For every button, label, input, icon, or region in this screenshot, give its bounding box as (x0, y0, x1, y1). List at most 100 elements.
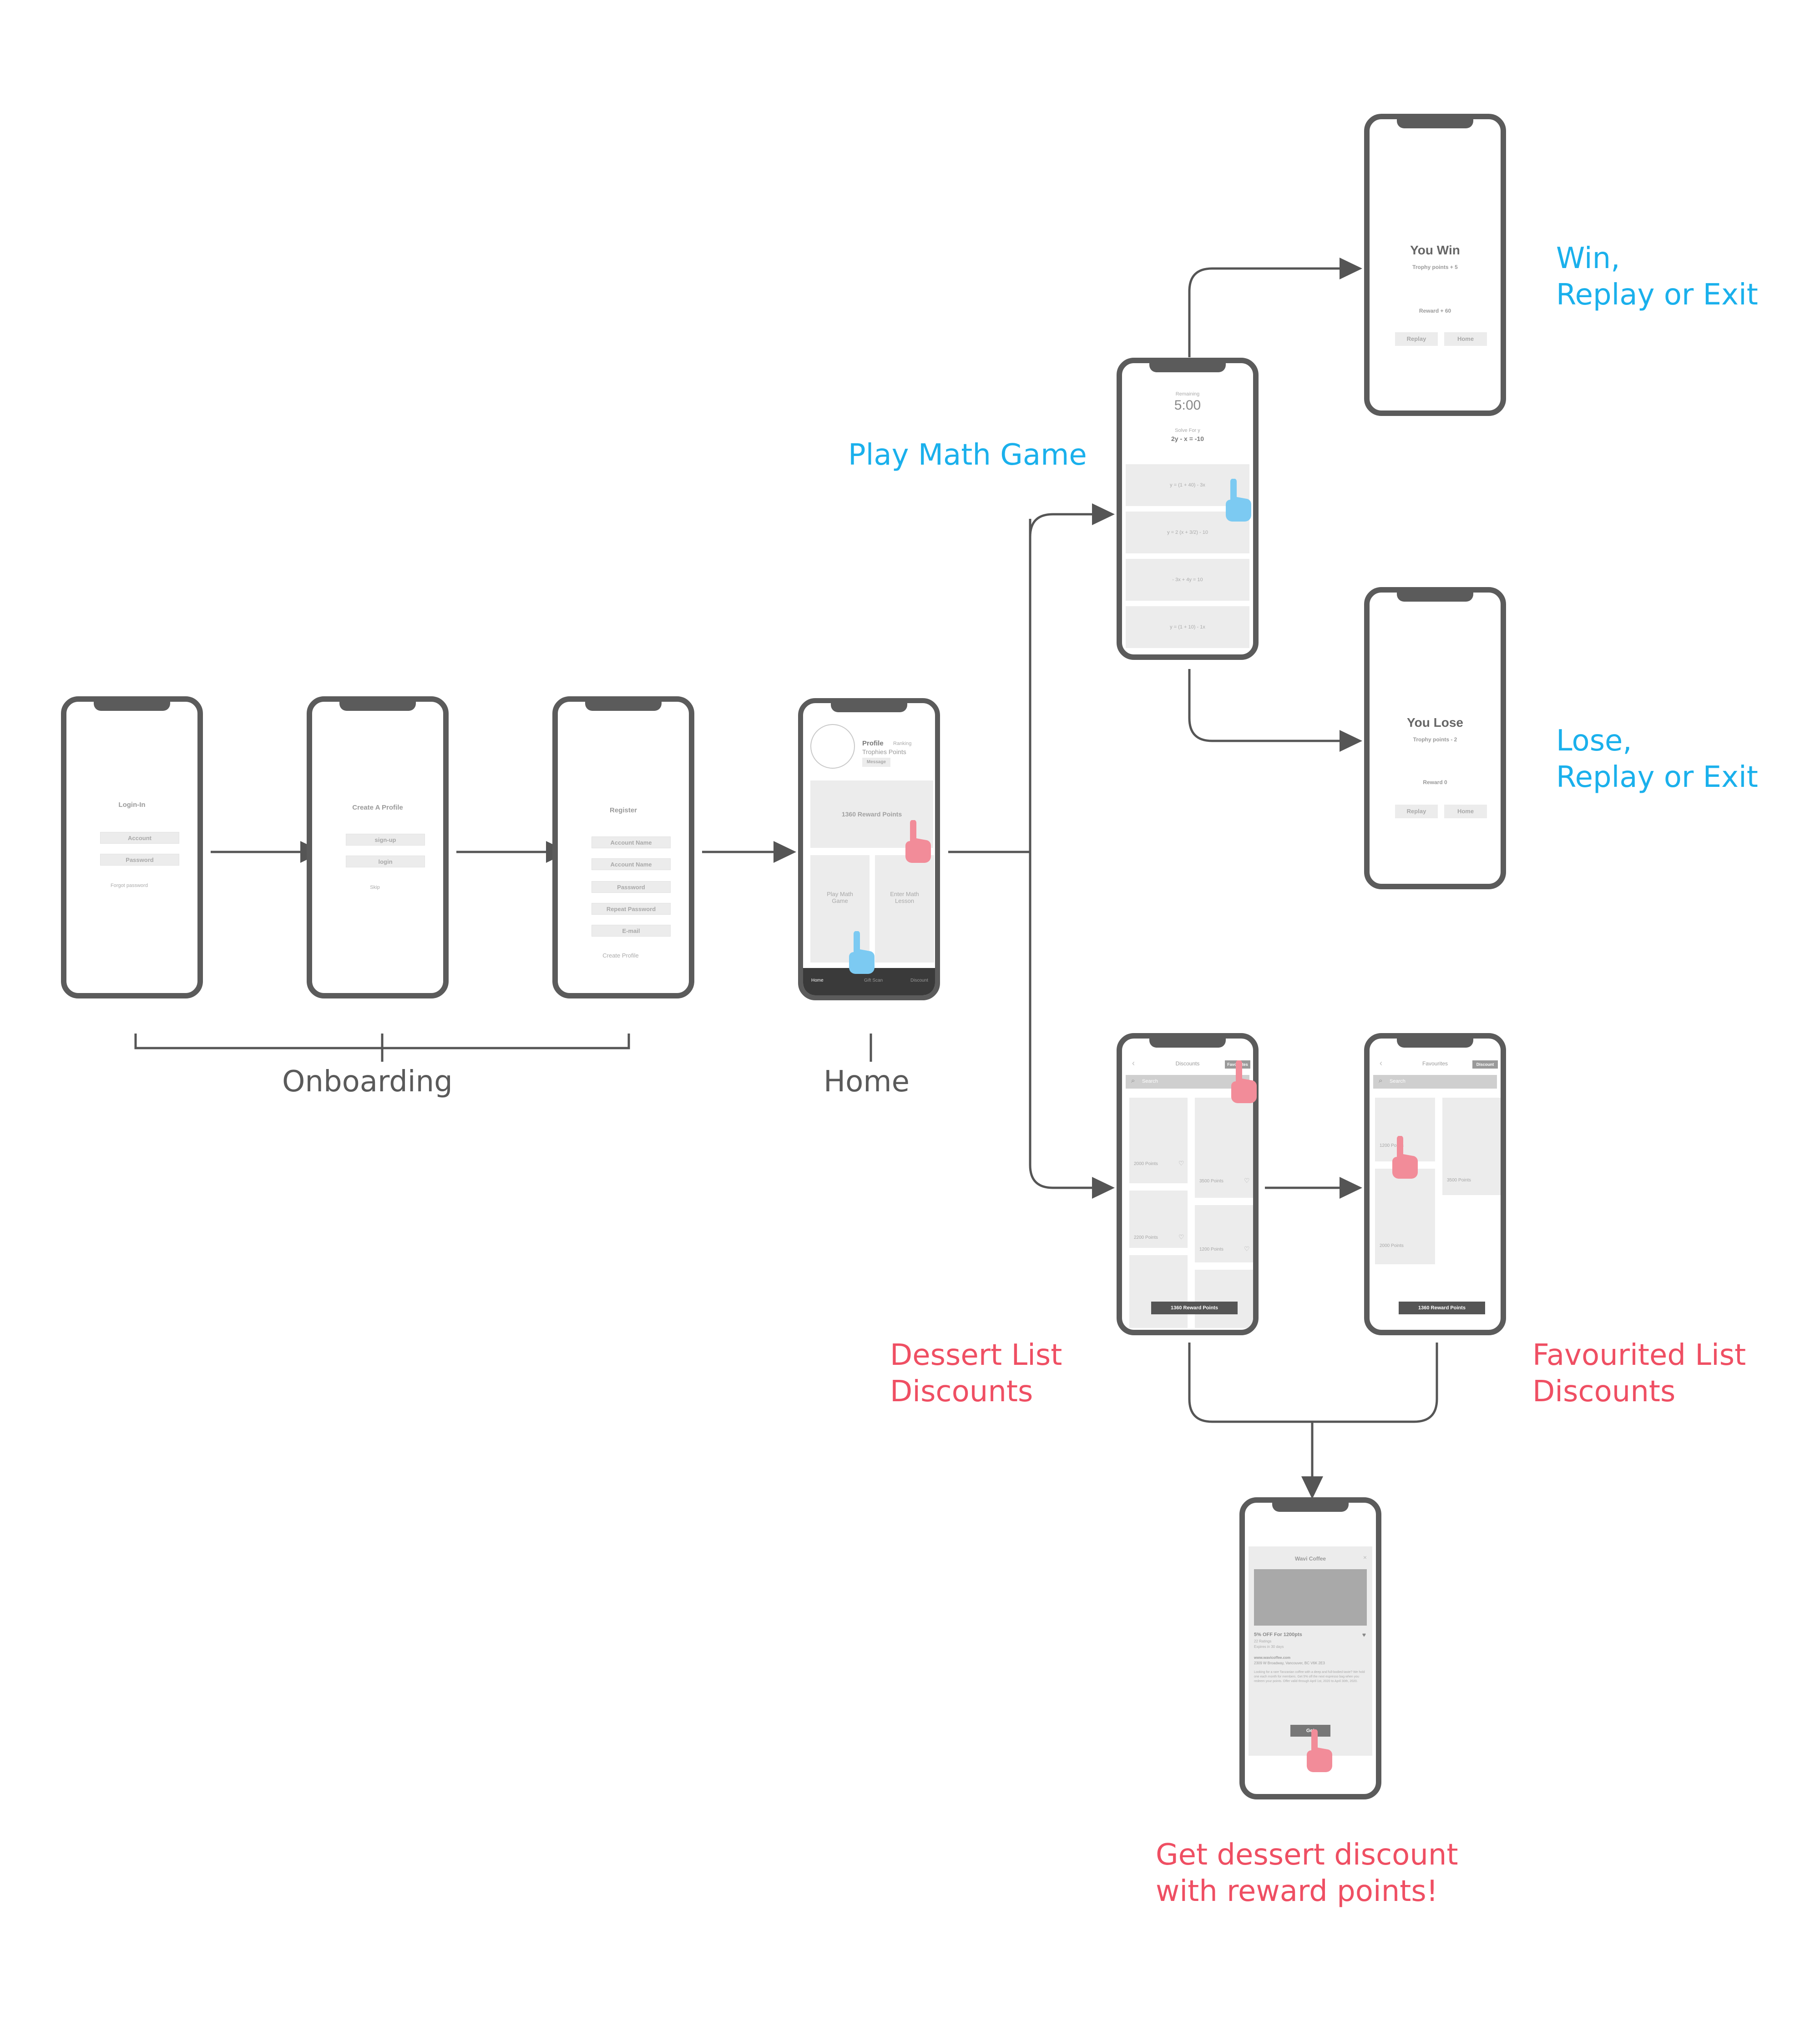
discount-button[interactable]: Discount (1472, 1060, 1498, 1069)
arrow-head-icon (1301, 1476, 1323, 1499)
favourite-card-3[interactable]: 2000 Points (1375, 1169, 1435, 1264)
login-title: Login-In (118, 801, 146, 809)
dessert-label-line1: Dessert List (890, 1338, 1062, 1372)
offer-title: 5% OFF For 1200pts (1254, 1632, 1302, 1637)
favourited-label-line2: Discounts (1532, 1375, 1676, 1409)
heart-icon[interactable]: ♡ (1244, 1177, 1250, 1184)
lose-title: You Lose (1407, 715, 1463, 730)
replay-button[interactable]: Replay (1395, 805, 1438, 818)
branch-game-to-lose (1188, 669, 1340, 742)
account-name-field-2[interactable]: Account Name (592, 858, 671, 870)
lose-label-line2: Replay or Exit (1556, 760, 1758, 794)
forgot-password-link[interactable]: Forgot password (111, 883, 148, 888)
password-field[interactable]: Password (592, 881, 671, 893)
password-field[interactable]: Password (100, 854, 179, 866)
replay-button[interactable]: Replay (1395, 332, 1438, 346)
win-reward: Reward + 60 (1419, 308, 1451, 314)
get-discount-label-line2: with reward points! (1156, 1875, 1438, 1908)
discount-card-2[interactable]: 3500 Points ♡ (1195, 1098, 1253, 1198)
discount-card-4[interactable]: 1200 Points ♡ (1195, 1205, 1253, 1262)
close-icon[interactable]: × (1363, 1554, 1367, 1561)
arrow-head-icon (1340, 730, 1362, 752)
discount-card-1[interactable]: 2000 Points ♡ (1129, 1098, 1188, 1183)
ranking-label: Ranking (893, 741, 912, 746)
back-chevron-icon[interactable]: ‹ (1380, 1059, 1382, 1068)
get-button[interactable]: Get (1290, 1725, 1330, 1737)
remaining-label: Remaining (1175, 391, 1200, 397)
email-field[interactable]: E-mail (592, 925, 671, 937)
phone-you-win: You Win Trophy points + 5 Reward + 60 Re… (1364, 114, 1506, 416)
account-name-field[interactable]: Account Name (592, 836, 671, 848)
hand-pointer-icon (1392, 1136, 1418, 1179)
merge-to-detail (1188, 1343, 1438, 1423)
home-button[interactable]: Home (1444, 805, 1487, 818)
branch-to-discounts (1029, 1165, 1092, 1189)
phone-notch (585, 702, 662, 711)
answer-option-1[interactable]: y = (1 + 40) - 3x (1126, 464, 1249, 506)
answer-option-4[interactable]: y = (1 + 10) - 1x (1126, 606, 1249, 648)
home-button[interactable]: Home (1444, 332, 1487, 346)
create-profile-link[interactable]: Create Profile (602, 952, 639, 959)
profile-label: Profile (862, 740, 884, 747)
search-input[interactable]: ⌕ Search (1126, 1075, 1249, 1089)
favourite-card-1[interactable]: 1200 Points (1375, 1098, 1435, 1161)
equation: 2y - x = -10 (1171, 435, 1204, 442)
address-text: 2309 W Broadway, Vancouver, BC V6K 2E3 (1254, 1661, 1325, 1665)
search-input[interactable]: ⌕ Search (1373, 1075, 1497, 1089)
heart-icon[interactable]: ♡ (1178, 1160, 1184, 1167)
account-field[interactable]: Account (100, 832, 179, 844)
login-button[interactable]: login (346, 856, 425, 867)
phone-notch (1397, 593, 1473, 602)
message-button[interactable]: Message (862, 758, 890, 767)
phone-notch (94, 702, 170, 711)
phone-notch (1149, 363, 1226, 372)
phone-notch (1397, 119, 1473, 128)
onboarding-label: Onboarding (282, 1065, 453, 1099)
points-label: 3500 Points (1199, 1179, 1223, 1184)
heart-icon[interactable]: ♥ (1362, 1631, 1366, 1638)
branch-to-game (1029, 513, 1092, 537)
heart-icon[interactable]: ♡ (1244, 1245, 1250, 1252)
win-trophy-points: Trophy points + 5 (1412, 264, 1458, 270)
lose-label-line1: Lose, (1556, 724, 1632, 758)
website-url[interactable]: www.wavicoffee.com (1254, 1656, 1291, 1660)
phone-notch (1149, 1039, 1226, 1048)
solve-for-label: Solve For y (1175, 428, 1200, 433)
description-text: Looking for a rare Tanzanian coffee with… (1254, 1671, 1365, 1683)
search-icon: ⌕ (1379, 1077, 1383, 1084)
repeat-password-field[interactable]: Repeat Password (592, 903, 671, 915)
search-icon: ⌕ (1131, 1077, 1135, 1084)
points-label: 3500 Points (1447, 1178, 1471, 1183)
favourite-card-2[interactable]: 3500 Points (1442, 1098, 1501, 1195)
play-math-game-label: Play Math Game (827, 891, 853, 904)
phone-favourites: ‹ Favourites Discount ⌕ Search 1200 Poin… (1364, 1033, 1506, 1335)
heart-icon[interactable]: ♡ (1178, 1233, 1184, 1241)
reward-points-footer: 1360 Reward Points (1151, 1302, 1238, 1314)
hand-pointer-icon (1307, 1729, 1333, 1772)
arrow-head-icon (774, 841, 796, 863)
phone-notch (831, 703, 907, 712)
product-image (1254, 1569, 1367, 1626)
hand-pointer-icon (1231, 1060, 1257, 1103)
tab-discount[interactable]: Discount (910, 978, 928, 983)
skip-link[interactable]: Skip (370, 885, 380, 890)
tab-home[interactable]: Home (811, 978, 824, 983)
tab-gift-scan[interactable]: Gift Scan (864, 978, 883, 983)
arrow-head-icon (1092, 503, 1115, 525)
detail-modal: Wavi Coffee × 5% OFF For 1200pts ♥ 22 Ra… (1249, 1546, 1372, 1756)
rating-count: 22 Ratings (1254, 1639, 1272, 1643)
signup-button[interactable]: sign-up (346, 834, 425, 846)
lose-trophy-points: Trophy points - 2 (1413, 736, 1457, 743)
answer-option-3[interactable]: - 3x + 4y = 10 (1126, 559, 1249, 601)
points-label: 2200 Points (1134, 1235, 1158, 1240)
discount-card-6[interactable] (1195, 1270, 1253, 1328)
search-placeholder: Search (1142, 1079, 1158, 1084)
points-label: 1200 Points (1199, 1247, 1223, 1252)
discount-card-5[interactable] (1129, 1255, 1188, 1328)
discount-card-3[interactable]: 2200 Points ♡ (1129, 1191, 1188, 1248)
avatar[interactable] (810, 724, 855, 769)
win-label-line2: Replay or Exit (1556, 278, 1758, 312)
enter-math-lesson-card[interactable]: Enter Math Lesson (875, 855, 934, 963)
back-chevron-icon[interactable]: ‹ (1132, 1059, 1135, 1068)
